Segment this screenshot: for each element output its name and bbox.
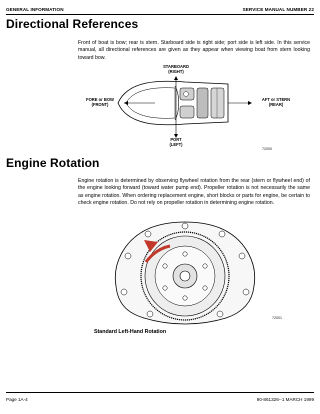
boat-top-view-drawing: [117, 76, 252, 138]
page-number: Page 1A-4: [6, 397, 28, 402]
section-title-directional-references: Directional References: [6, 17, 139, 31]
figure2-id: 72001: [272, 316, 282, 320]
directional-references-paragraph: Front of boat is bow; rear is stern. Sta…: [78, 40, 310, 61]
starboard-label: STARBOARD (RIGHT): [156, 64, 196, 75]
running-header-manual-number: SERVICE MANUAL NUMBER 22: [242, 7, 314, 12]
boat-directions-figure: STARBOARD (RIGHT) FORE or BOW (FRONT) AF…: [0, 0, 320, 160]
fore-label-line2: (FRONT): [91, 101, 109, 107]
starboard-label-line1: STARBOARD: [163, 64, 189, 69]
flywheel-figure-caption: Standard Left-Hand Rotation: [94, 329, 167, 335]
fore-label-line1: FORE or BOW: [86, 97, 114, 102]
aft-label-line1: AFT or STERN: [261, 97, 291, 102]
port-label: PORT (LEFT): [158, 137, 194, 148]
footer-rule: [6, 392, 314, 393]
starboard-label-line2: (RIGHT): [168, 68, 184, 74]
aft-label-line2: (REAR): [268, 101, 284, 107]
flywheel-rotation-figure: 72001: [114, 221, 282, 325]
header-rule: [6, 14, 314, 15]
port-label-line2: (LEFT): [169, 141, 183, 147]
fore-bow-label: FORE or BOW (FRONT): [80, 97, 120, 108]
engine-rotation-paragraph: Engine rotation is determined by observi…: [78, 178, 310, 206]
figure1-id: 72000: [262, 147, 272, 151]
document-number-date: 90-861326--1 MARCH 1999: [256, 397, 314, 402]
running-header-section: GENERAL INFORMATION: [6, 7, 64, 12]
port-label-line1: PORT: [170, 137, 182, 142]
aft-stern-label: AFT or STERN (REAR): [254, 97, 298, 108]
section-title-engine-rotation: Engine Rotation: [6, 156, 100, 170]
flywheel-housing-drawing: [114, 221, 256, 325]
